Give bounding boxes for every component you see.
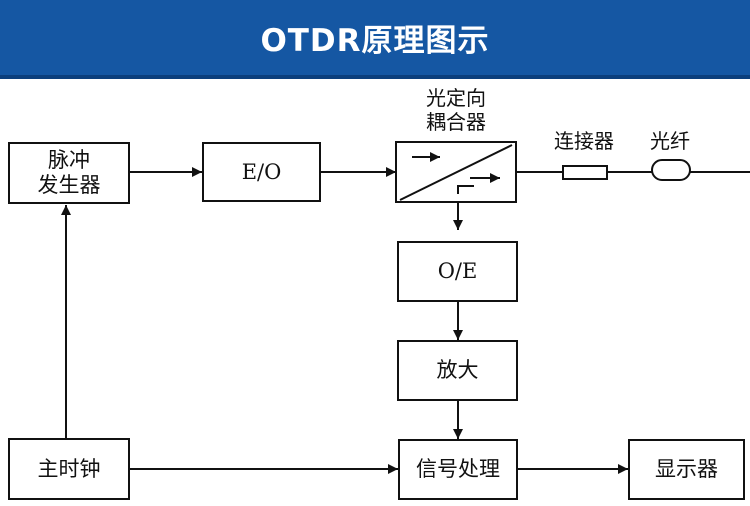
coupler-label-1: 光定向 [426, 86, 486, 110]
connector-label-text: 连接器 [554, 129, 614, 153]
page-title: OTDR原理图示 [260, 23, 490, 59]
pulse-generator-label-2: 发生器 [37, 173, 101, 197]
coupler-label: 光定向 耦合器 [406, 86, 506, 134]
pulse-generator-block: 脉冲 发生器 [8, 142, 130, 204]
amplifier-label: 放大 [436, 358, 479, 382]
oe-label: O/E [437, 259, 478, 283]
coupler-block [395, 141, 517, 203]
connector-label: 连接器 [538, 129, 630, 153]
fiber-label-text: 光纤 [650, 129, 690, 153]
pulse-generator-label-1: 脉冲 [48, 148, 90, 172]
master-clock-label: 主时钟 [37, 456, 101, 481]
display-block: 显示器 [628, 439, 745, 500]
display-label: 显示器 [655, 457, 718, 481]
title-banner: OTDR原理图示 [0, 0, 750, 75]
banner-underline [0, 75, 750, 79]
eo-label: E/O [241, 159, 282, 184]
fiber-coil [651, 159, 691, 181]
amplifier-block: 放大 [397, 340, 518, 401]
fiber-label: 光纤 [640, 129, 700, 153]
coupler-label-2: 耦合器 [426, 110, 486, 134]
master-clock-block: 主时钟 [8, 438, 130, 500]
signal-processing-block: 信号处理 [398, 439, 518, 500]
signal-processing-label: 信号处理 [416, 457, 500, 481]
oe-block: O/E [397, 241, 518, 302]
connector-block [562, 165, 608, 180]
eo-block: E/O [202, 142, 321, 202]
